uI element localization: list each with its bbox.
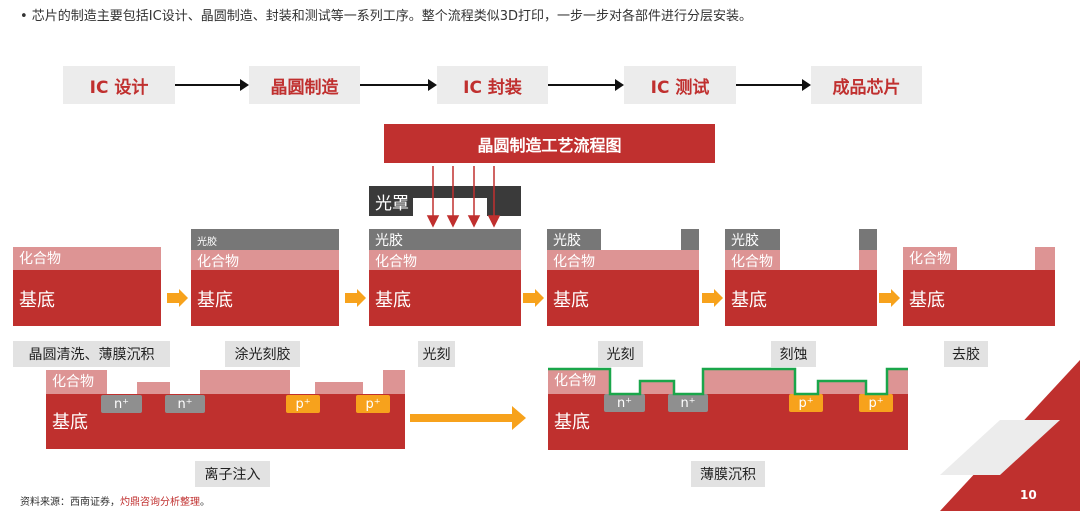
- compound-layer: [703, 369, 795, 394]
- orange-arrows: [167, 289, 900, 430]
- substrate: 基底: [725, 270, 877, 326]
- step-label: 去胶: [944, 341, 988, 367]
- compound-layer: [1035, 247, 1055, 270]
- flow-step-final-chip: 成品芯片: [811, 66, 922, 104]
- photoresist-layer: 光胶: [547, 229, 601, 250]
- compound-layer: 化合物: [46, 370, 107, 394]
- n-doped-region: n⁺: [165, 395, 205, 413]
- flow-step-ic-design: IC 设计: [63, 66, 175, 104]
- step-label: 光刻: [598, 341, 643, 367]
- compound-layer: [200, 370, 290, 394]
- photoresist-layer: 光胶: [725, 229, 780, 250]
- compound-layer: 化合物: [369, 250, 521, 270]
- compound-layer: 化合物: [725, 250, 780, 270]
- p-doped-region: p⁺: [859, 394, 893, 412]
- compound-layer: [640, 381, 674, 394]
- photoresist-layer: 光胶: [369, 229, 521, 250]
- flow-step-wafer-fab: 晶圆制造: [249, 66, 360, 104]
- flow-arrow: [175, 79, 249, 91]
- substrate: 基底: [903, 270, 1055, 326]
- compound-layer: 化合物: [547, 250, 699, 270]
- step-label: 光刻: [418, 341, 455, 367]
- n-doped-region: n⁺: [101, 395, 142, 413]
- compound-layer: [383, 370, 405, 394]
- step-label: 涂光刻胶: [225, 341, 300, 367]
- compound-layer: 化合物: [903, 247, 957, 270]
- photoresist-layer: [859, 229, 877, 250]
- compound-layer: 化合物: [13, 247, 161, 270]
- mask-opening: [413, 198, 487, 216]
- substrate: 基底: [369, 270, 521, 326]
- compound-layer: 化合物: [191, 250, 339, 270]
- compound-layer: 化合物: [548, 369, 610, 394]
- substrate: 基底: [547, 270, 699, 326]
- compound-layer: [818, 381, 866, 394]
- n-doped-region: n⁺: [668, 394, 708, 412]
- n-doped-region: n⁺: [604, 394, 645, 412]
- p-doped-region: p⁺: [286, 395, 320, 413]
- page-number: 10: [1020, 488, 1037, 502]
- compound-layer: [137, 382, 170, 394]
- step-label: 薄膜沉积: [691, 461, 765, 487]
- compound-layer: [859, 250, 877, 270]
- p-doped-region: p⁺: [789, 394, 823, 412]
- flow-step-ic-test: IC 测试: [624, 66, 736, 104]
- compound-layer: [315, 382, 363, 394]
- source-footnote: 资料来源：西南证券，灼鼎咨询分析整理。: [20, 493, 210, 508]
- p-doped-region: p⁺: [356, 395, 390, 413]
- source-end: 。: [200, 497, 210, 508]
- substrate: 基底: [191, 270, 339, 326]
- flow-arrow: [360, 79, 437, 91]
- compound-layer: [887, 369, 908, 394]
- step-label: 离子注入: [195, 461, 270, 487]
- source-text: 资料来源：西南证券，: [20, 497, 120, 508]
- intro-text: • 芯片的制造主要包括IC设计、晶圆制造、封装和测试等一系列工序。整个流程类似3…: [20, 9, 752, 24]
- step-label: 刻蚀: [771, 341, 816, 367]
- flow-step-ic-package: IC 封装: [437, 66, 548, 104]
- diagram-title: 晶圆制造工艺流程图: [384, 124, 715, 163]
- step-label: 晶圆清洗、薄膜沉积: [13, 341, 170, 367]
- flow-arrow: [548, 79, 624, 91]
- photoresist-layer: [681, 229, 699, 250]
- flow-arrow: [736, 79, 811, 91]
- substrate: 基底: [13, 270, 161, 326]
- source-highlight: 灼鼎咨询分析整理: [120, 497, 200, 508]
- photoresist-layer: 光胶: [191, 229, 339, 250]
